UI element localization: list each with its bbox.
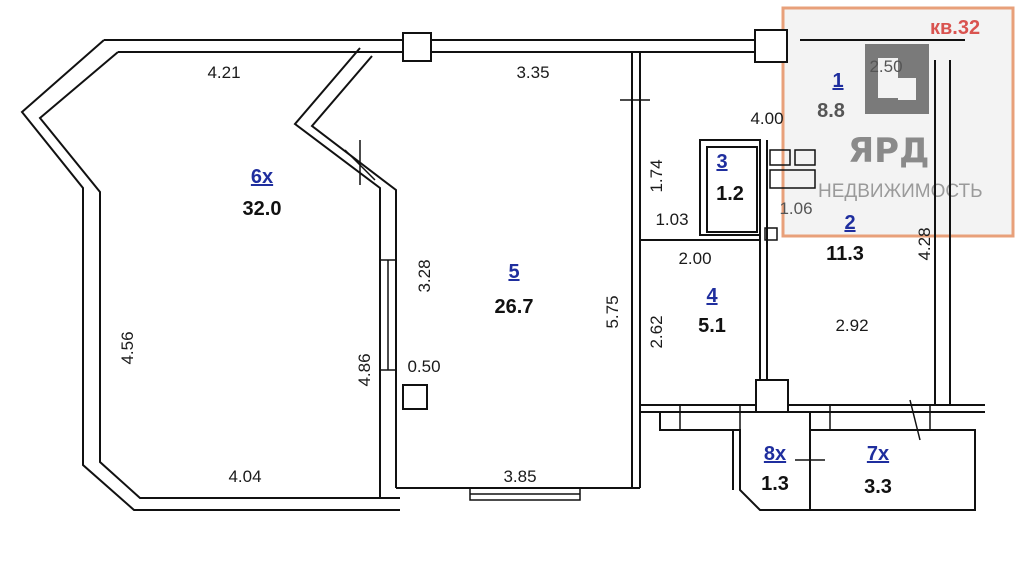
- dim-5-75: 5.75: [603, 295, 622, 328]
- room-8x-number: 8х: [764, 443, 786, 465]
- dim-2-62: 2.62: [647, 315, 666, 348]
- room-4-number: 4: [706, 285, 718, 307]
- columns: [402, 29, 789, 413]
- room-7x-number: 7х: [867, 443, 889, 465]
- dim-2-92: 2.92: [835, 316, 868, 335]
- dim-3-35: 3.35: [516, 63, 549, 82]
- dim-1-03: 1.03: [655, 210, 688, 229]
- watermark-logo-icon: [865, 44, 929, 114]
- dim-1-06: 1.06: [779, 199, 812, 218]
- watermark-subtitle: НЕДВИЖИМОСТЬ: [818, 181, 983, 202]
- windows: [379, 259, 931, 501]
- room-1-number: 1: [832, 70, 843, 92]
- dim-2-00: 2.00: [678, 249, 711, 268]
- room-2-number: 2: [844, 212, 855, 234]
- fixtures: [344, 99, 921, 461]
- apartment-label: кв.32: [930, 17, 980, 39]
- dim-4-28: 4.28: [915, 227, 934, 260]
- dim-4-56: 4.56: [118, 331, 137, 364]
- room-7x-area: 3.3: [864, 476, 892, 498]
- dim-0-50: 0.50: [407, 357, 440, 376]
- dim-4-86: 4.86: [355, 353, 374, 386]
- dim-3-28: 3.28: [415, 259, 434, 292]
- room-6x-number: 6х: [251, 166, 273, 188]
- room-3-number: 3: [716, 151, 727, 173]
- dim-1-74: 1.74: [647, 159, 666, 192]
- dim-3-85: 3.85: [503, 467, 536, 486]
- dim-4-04: 4.04: [228, 467, 261, 486]
- room-4-area: 5.1: [698, 315, 726, 337]
- watermark-brand: ЯРД: [848, 131, 929, 171]
- dim-4-00: 4.00: [750, 109, 783, 128]
- room-1-area: 8.8: [817, 100, 845, 122]
- room-5-area: 26.7: [495, 296, 534, 318]
- room-5-number: 5: [508, 261, 519, 283]
- room-6x-area: 32.0: [243, 198, 282, 220]
- room-8x-area: 1.3: [761, 473, 789, 495]
- dim-4-21: 4.21: [207, 63, 240, 82]
- room-2-area: 11.3: [826, 243, 864, 265]
- room-3-area: 1.2: [716, 183, 744, 205]
- dim-2-50: 2.50: [869, 57, 902, 76]
